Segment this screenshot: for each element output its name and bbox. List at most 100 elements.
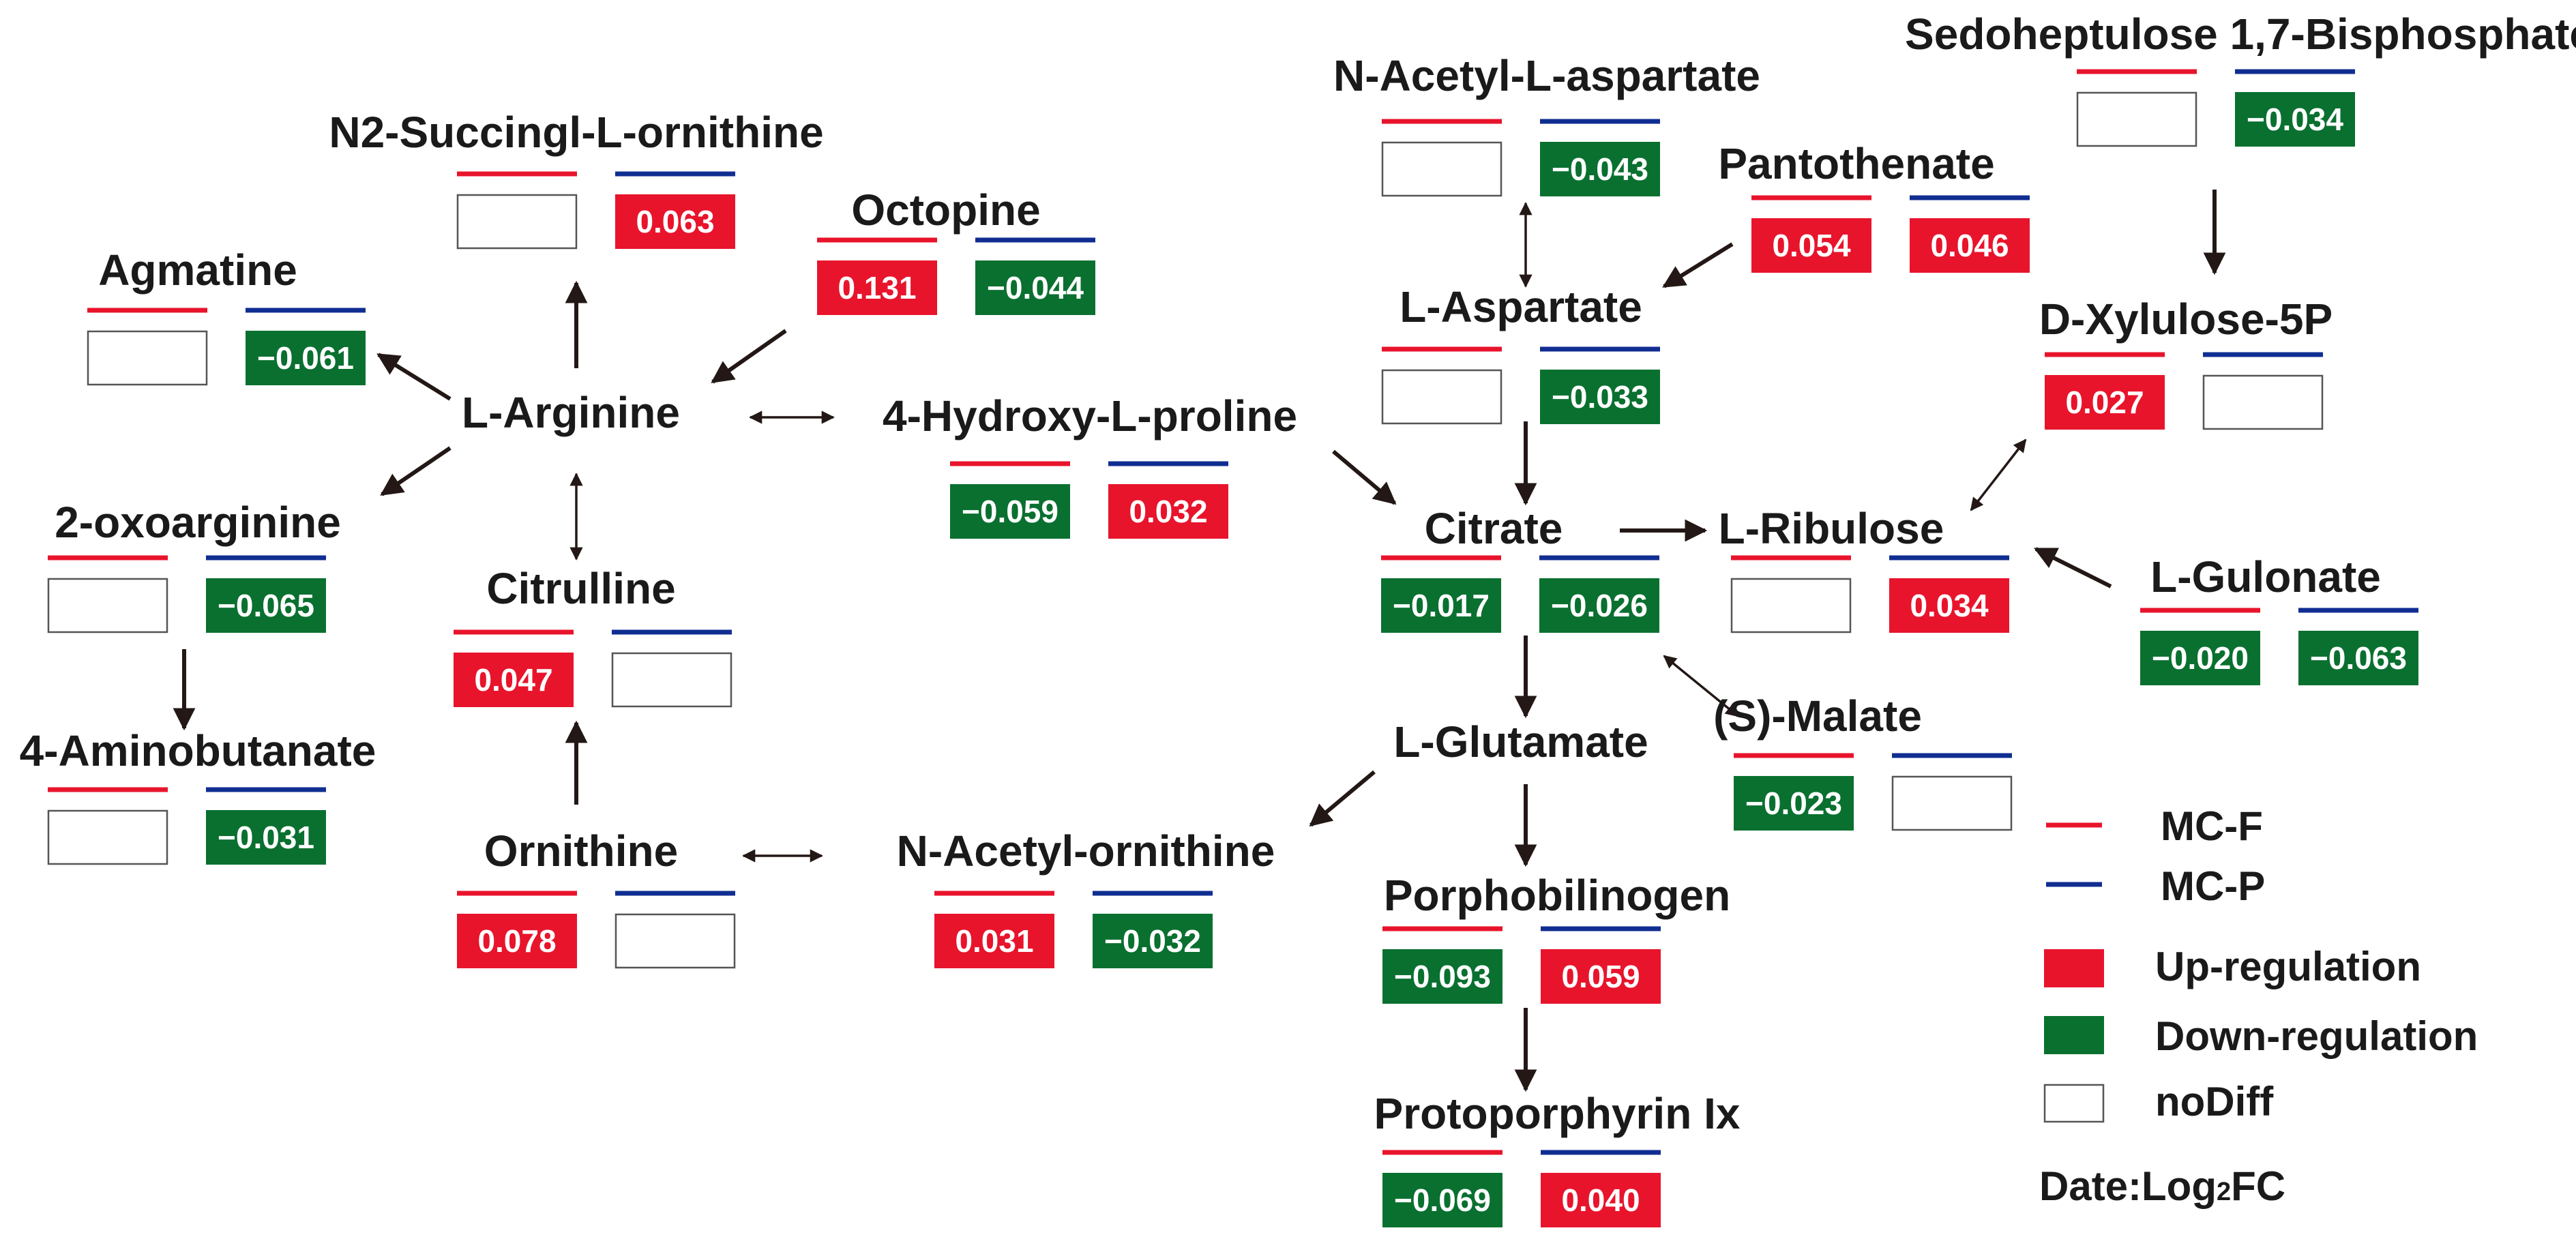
porphobilinogen-mcp-value: 0.059 — [1561, 959, 1640, 994]
s-malate-mcf-down-box — [1734, 776, 1854, 831]
metabolite-octopine: Octopine 0.131 −0.044 — [817, 185, 1095, 315]
citrate-name: Citrate — [1425, 504, 1563, 553]
legend-mcf-label: MC-F — [2161, 803, 2263, 849]
agmatine-mcp-down-box — [246, 331, 366, 385]
porphobilinogen-mcp-up-box — [1541, 949, 1661, 1004]
4-hydroxy-l-proline-mcf-down-box — [950, 484, 1070, 539]
citrate-mcp-value: −0.026 — [1551, 588, 1648, 623]
citrulline-mcp-nodiff-box — [611, 652, 732, 708]
citrulline-name: Citrulline — [486, 564, 675, 613]
s-malate-mcf-value: −0.023 — [1745, 786, 1842, 821]
citrate-mcf-value: −0.017 — [1393, 588, 1490, 623]
l-aspartate-mcf-nodiff-box — [1381, 369, 1502, 425]
4-aminobutanate-mcp-down-box — [206, 810, 326, 865]
citrulline-mcf-up-box — [454, 653, 574, 707]
4-aminobutanate-mcp-value: −0.031 — [218, 820, 314, 855]
n-acetyl-l-aspartate-mcp-down-box — [1540, 142, 1660, 196]
legend-nodiff-label: noDiff — [2155, 1079, 2274, 1124]
pantothenate-mcp-value: 0.046 — [1930, 228, 2009, 263]
protoporphyrin-ix-mcp-value: 0.040 — [1561, 1182, 1640, 1218]
agmatine-mcf-nodiff-box — [87, 330, 208, 386]
arrow-citrate-to-s-malate — [1663, 655, 1739, 717]
arrow-d-xylulose-5p-to-l-ribulose — [1970, 438, 2027, 511]
legend-down-label: Down-regulation — [2155, 1013, 2478, 1059]
sedoheptulose-1-7-bisphosphate-mcp-down-box — [2235, 92, 2355, 147]
l-aspartate-name: L-Aspartate — [1400, 282, 1642, 331]
metabolite-n2-succingl-l-ornithine: N2-Succingl-L-ornithine 0.063 — [329, 108, 824, 250]
pantothenate-mcf-up-box — [1751, 218, 1871, 273]
metabolite-nodes: N2-Succingl-L-ornithine 0.063Agmatine−0.0… — [20, 10, 2576, 1227]
l-ribulose-mcp-value: 0.034 — [1910, 588, 1989, 623]
octopine-name: Octopine — [851, 185, 1040, 235]
legend-mcp-label: MC-P — [2161, 863, 2265, 909]
n-acetyl-ornithine-mcp-value: −0.032 — [1104, 923, 1201, 959]
arrow-octopine-to-l-arginine — [711, 329, 787, 384]
citrate-mcf-down-box — [1381, 578, 1501, 633]
l-aspartate-mcp-down-box — [1540, 370, 1660, 424]
s-malate-name: (S)-Malate — [1713, 691, 1922, 741]
l-ribulose-mcp-up-box — [1889, 578, 2009, 633]
octopine-mcf-up-box — [817, 260, 937, 315]
metabolite-s-malate: (S)-Malate −0.023 — [1713, 691, 2013, 831]
sedoheptulose-1-7-bisphosphate-mcp-value: −0.034 — [2247, 102, 2343, 137]
ornithine-mcf-value: 0.078 — [477, 923, 556, 959]
l-glutamate-name: L-Glutamate — [1393, 717, 1648, 766]
metabolite-n-acetyl-l-aspartate: N-Acetyl-L-aspartate−0.043 — [1333, 51, 1760, 197]
n2-succingl-l-ornithine-mcp-value: 0.063 — [636, 204, 714, 239]
4-hydroxy-l-proline-mcf-value: −0.059 — [962, 494, 1058, 529]
protoporphyrin-ix-mcf-down-box — [1382, 1173, 1502, 1227]
4-aminobutanate-name: 4-Aminobutanate — [20, 726, 376, 775]
porphobilinogen-mcf-down-box — [1382, 949, 1502, 1004]
arrow-l-arginine-to-2-oxoarginine — [380, 446, 451, 496]
l-aspartate-mcp-value: −0.033 — [1552, 379, 1648, 415]
octopine-mcf-value: 0.131 — [838, 270, 916, 305]
protoporphyrin-ix-mcp-up-box — [1541, 1173, 1661, 1227]
legend-up-swatch — [2044, 949, 2104, 987]
legend-nodiff-swatch — [2043, 1084, 2105, 1123]
2-oxoarginine-name: 2-oxoarginine — [55, 498, 341, 547]
pantothenate-name: Pantothenate — [1718, 139, 1994, 188]
l-ribulose-mcf-nodiff-box — [1730, 578, 1852, 633]
n-acetyl-l-aspartate-name: N-Acetyl-L-aspartate — [1333, 51, 1760, 100]
n-acetyl-l-aspartate-mcf-nodiff-box — [1381, 141, 1502, 197]
porphobilinogen-name: Porphobilinogen — [1384, 871, 1730, 920]
metabolite-citrulline: Citrulline 0.047 — [454, 564, 732, 708]
l-gulonate-mcf-down-box — [2140, 631, 2260, 685]
metabolite-pantothenate: Pantothenate 0.054 0.046 — [1718, 139, 2030, 273]
d-xylulose-5p-name: D-Xylulose-5P — [2039, 295, 2333, 344]
4-aminobutanate-mcf-nodiff-box — [47, 809, 168, 865]
arrow-l-gulonate-to-l-ribulose — [2034, 547, 2112, 588]
n2-succingl-l-ornithine-name: N2-Succingl-L-ornithine — [329, 108, 823, 157]
metabolite-l-gulonate: L-Gulonate−0.020−0.063 — [2140, 552, 2418, 685]
l-gulonate-mcp-down-box — [2298, 631, 2418, 685]
protoporphyrin-ix-name: Protoporphyrin Ix — [1374, 1089, 1741, 1138]
agmatine-mcp-value: −0.061 — [257, 340, 354, 376]
n-acetyl-ornithine-mcp-down-box — [1093, 914, 1213, 968]
n2-succingl-l-ornithine-mcp-up-box — [615, 194, 735, 249]
octopine-mcp-value: −0.044 — [987, 270, 1084, 305]
metabolite-agmatine: Agmatine−0.061 — [87, 245, 366, 386]
metabolite-2-oxoarginine: 2-oxoarginine−0.065 — [47, 498, 341, 633]
ornithine-mcp-nodiff-box — [615, 913, 736, 969]
citrulline-mcf-value: 0.047 — [474, 662, 552, 698]
pantothenate-mcp-up-box — [1910, 218, 2030, 273]
arrow-l-arginine-to-agmatine — [376, 353, 451, 401]
metabolite-l-glutamate: L-Glutamate — [1393, 717, 1648, 766]
d-xylulose-5p-mcf-up-box — [2045, 375, 2165, 430]
l-arginine-name: L-Arginine — [462, 388, 680, 437]
metabolite-4-aminobutanate: 4-Aminobutanate −0.031 — [20, 726, 376, 865]
citrate-mcp-down-box — [1539, 578, 1659, 633]
protoporphyrin-ix-mcf-value: −0.069 — [1394, 1182, 1491, 1218]
arrow-pantothenate-to-l-aspartate — [1662, 242, 1734, 288]
octopine-mcp-down-box — [975, 260, 1095, 315]
l-gulonate-mcf-value: −0.020 — [2152, 640, 2249, 676]
l-gulonate-name: L-Gulonate — [2150, 552, 2381, 601]
metabolite-citrate: Citrate −0.017 −0.026 — [1381, 504, 1659, 633]
pantothenate-mcf-value: 0.054 — [1772, 228, 1851, 263]
n2-succingl-l-ornithine-mcf-nodiff-box — [456, 194, 578, 250]
legend: MC-F MC-P Up-regulation Down-regulation … — [2039, 803, 2478, 1209]
